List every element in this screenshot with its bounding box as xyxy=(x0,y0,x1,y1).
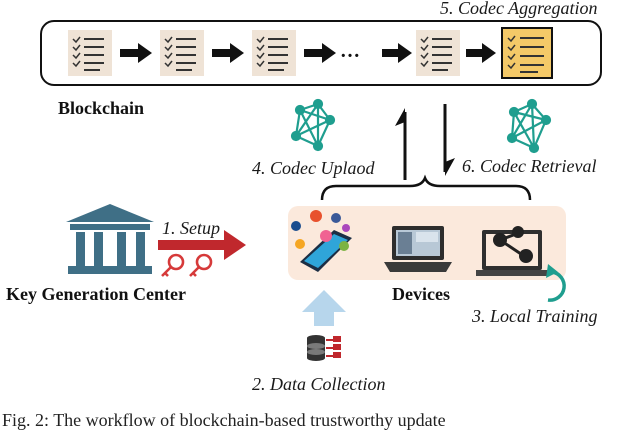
chain-arrow-2 xyxy=(212,43,244,63)
laptop-share-icon xyxy=(476,226,548,276)
database-icon xyxy=(307,335,341,361)
blockchain-label: Blockchain xyxy=(58,98,145,118)
local-training-label: 3. Local Training xyxy=(472,306,598,326)
devices-brace xyxy=(320,174,532,201)
codec-retrieval-label: 6. Codec Retrieval xyxy=(462,156,597,176)
block-1 xyxy=(68,30,112,76)
block-4 xyxy=(416,30,460,76)
network-graph-icon xyxy=(290,98,336,152)
chain-arrow-1 xyxy=(120,43,152,63)
institution-building-icon xyxy=(66,204,154,274)
retrieval-arrow xyxy=(443,104,455,176)
key-icon xyxy=(161,253,213,277)
chain-arrow-4 xyxy=(382,43,412,63)
data-collection-label: 2. Data Collection xyxy=(252,374,386,394)
smartphone-apps-icon xyxy=(291,210,352,272)
key-generation-center-label: Key Generation Center xyxy=(6,284,186,304)
block-aggregated xyxy=(501,27,553,79)
chain-arrow-3 xyxy=(304,43,336,63)
block-3 xyxy=(252,30,296,76)
data-collection-arrow xyxy=(302,290,346,326)
network-graph-icon xyxy=(506,98,552,154)
codec-upload-label: 4. Codec Uplaod xyxy=(252,158,375,178)
devices-label: Devices xyxy=(392,284,450,304)
setup-arrow xyxy=(158,230,246,260)
figure-caption: Fig. 2: The workflow of blockchain-based… xyxy=(2,410,446,430)
setup-label: 1. Setup xyxy=(162,218,220,238)
codec-aggregation-label: 5. Codec Aggregation xyxy=(440,0,598,18)
chain-ellipsis: … xyxy=(340,40,360,62)
upload-arrow xyxy=(395,108,407,180)
refresh-loop-icon xyxy=(546,264,566,302)
diagram-graphics xyxy=(66,27,566,361)
block-2 xyxy=(160,30,204,76)
chain-arrow-5 xyxy=(466,43,496,63)
laptop-video-icon xyxy=(384,226,452,272)
